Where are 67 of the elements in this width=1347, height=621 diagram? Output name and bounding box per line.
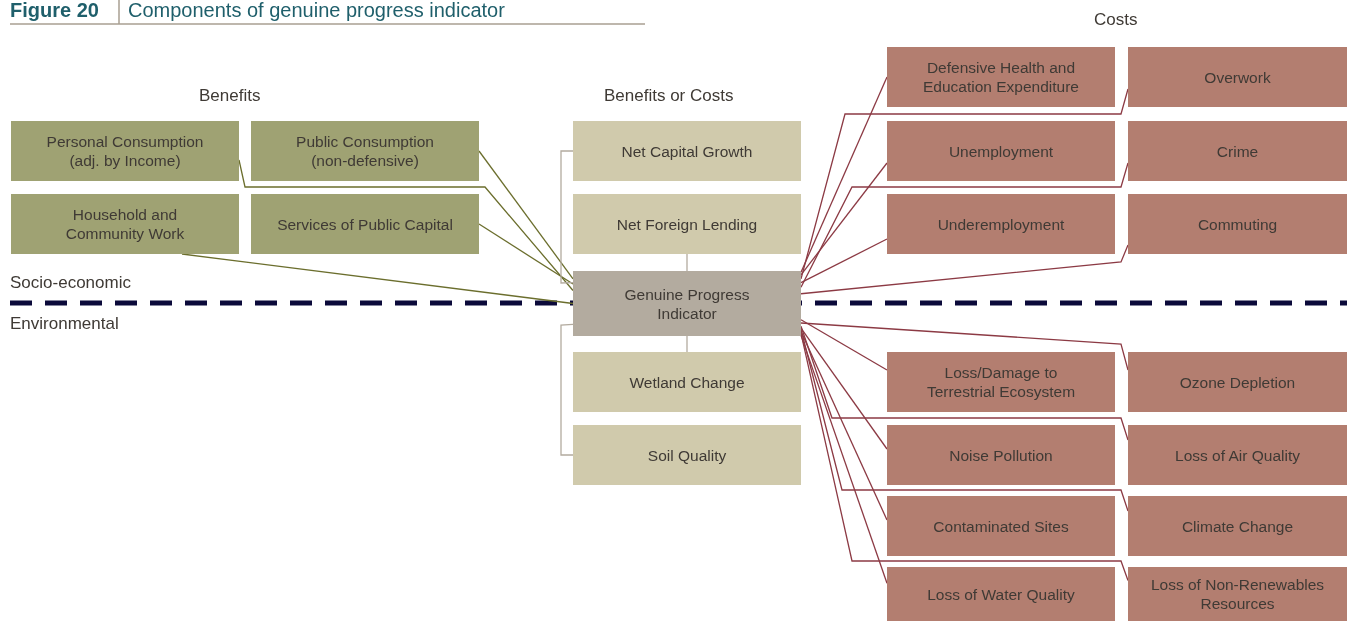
box-label: Climate Change [1181, 516, 1294, 536]
connector-line [686, 253, 688, 272]
component-box [573, 194, 801, 254]
box-label: Commuting [1197, 214, 1278, 234]
component-box [573, 352, 801, 412]
connector-line [686, 335, 688, 353]
box-label: Overwork [1204, 67, 1271, 87]
box-label: Loss of Non-Renewables Resources [1150, 575, 1325, 613]
connector-line [800, 244, 1129, 295]
component-box [251, 194, 479, 254]
component-box [887, 194, 1115, 254]
box-label: Crime [1216, 141, 1259, 161]
component-box [887, 496, 1115, 556]
connector-line [800, 322, 1129, 371]
column-heading: Benefits [199, 86, 261, 106]
box-label: Ozone Depletion [1179, 372, 1296, 392]
component-box [1128, 496, 1347, 556]
component-box [573, 425, 801, 485]
connector-line [800, 319, 888, 371]
box-label: Loss of Water Quality [927, 584, 1075, 604]
box-label: Wetland Change [629, 372, 745, 392]
box-label: Underemployment [937, 214, 1065, 234]
connector-line [181, 253, 574, 305]
section-label: Socio-economic [10, 273, 131, 293]
box-label: Net Foreign Lending [616, 214, 758, 234]
connector-line [800, 162, 888, 276]
figure-number: Figure 20 [10, 0, 99, 22]
connector-line [478, 150, 574, 280]
component-box [1128, 425, 1347, 485]
box-label: Noise Pollution [949, 445, 1053, 465]
component-box [887, 567, 1115, 621]
component-box [1128, 121, 1347, 181]
connector-line [800, 238, 888, 284]
box-label: Contaminated Sites [933, 516, 1069, 536]
box-label: Loss/Damage to Terrestrial Ecosystem [925, 363, 1077, 401]
component-box [887, 425, 1115, 485]
component-box [1128, 352, 1347, 412]
box-label: Genuine Progress Indicator [623, 284, 751, 323]
box-label: Personal Consumption (adj. by Income) [45, 132, 205, 170]
component-box [1128, 47, 1347, 107]
component-box [251, 121, 479, 181]
component-box [11, 121, 239, 181]
component-box [1128, 567, 1347, 621]
connector-line [800, 162, 1129, 288]
component-box [887, 47, 1115, 107]
connector-line [800, 76, 888, 273]
box-label: Unemployment [948, 141, 1054, 161]
component-box [1128, 194, 1347, 254]
box-label: Soil Quality [647, 445, 727, 465]
component-box [887, 121, 1115, 181]
connector-line [560, 150, 574, 284]
result-box [573, 271, 801, 336]
connector-line [478, 223, 574, 285]
box-label: Services of Public Capital [277, 214, 453, 234]
figure-title: Components of genuine progress indicator [128, 0, 505, 22]
component-box [11, 194, 239, 254]
column-heading: Costs [1094, 10, 1138, 30]
box-label: Loss of Air Quality [1175, 445, 1300, 465]
box-label: Defensive Health and Education Expenditure [922, 58, 1080, 96]
section-label: Environmental [10, 314, 119, 334]
box-label: Net Capital Growth [621, 141, 753, 161]
box-label: Household and Community Work [64, 205, 186, 243]
component-box [573, 121, 801, 181]
component-box [887, 352, 1115, 412]
connector-line [560, 323, 574, 456]
box-label: Public Consumption (non-defensive) [295, 132, 435, 170]
column-heading: Benefits or Costs [604, 86, 734, 106]
